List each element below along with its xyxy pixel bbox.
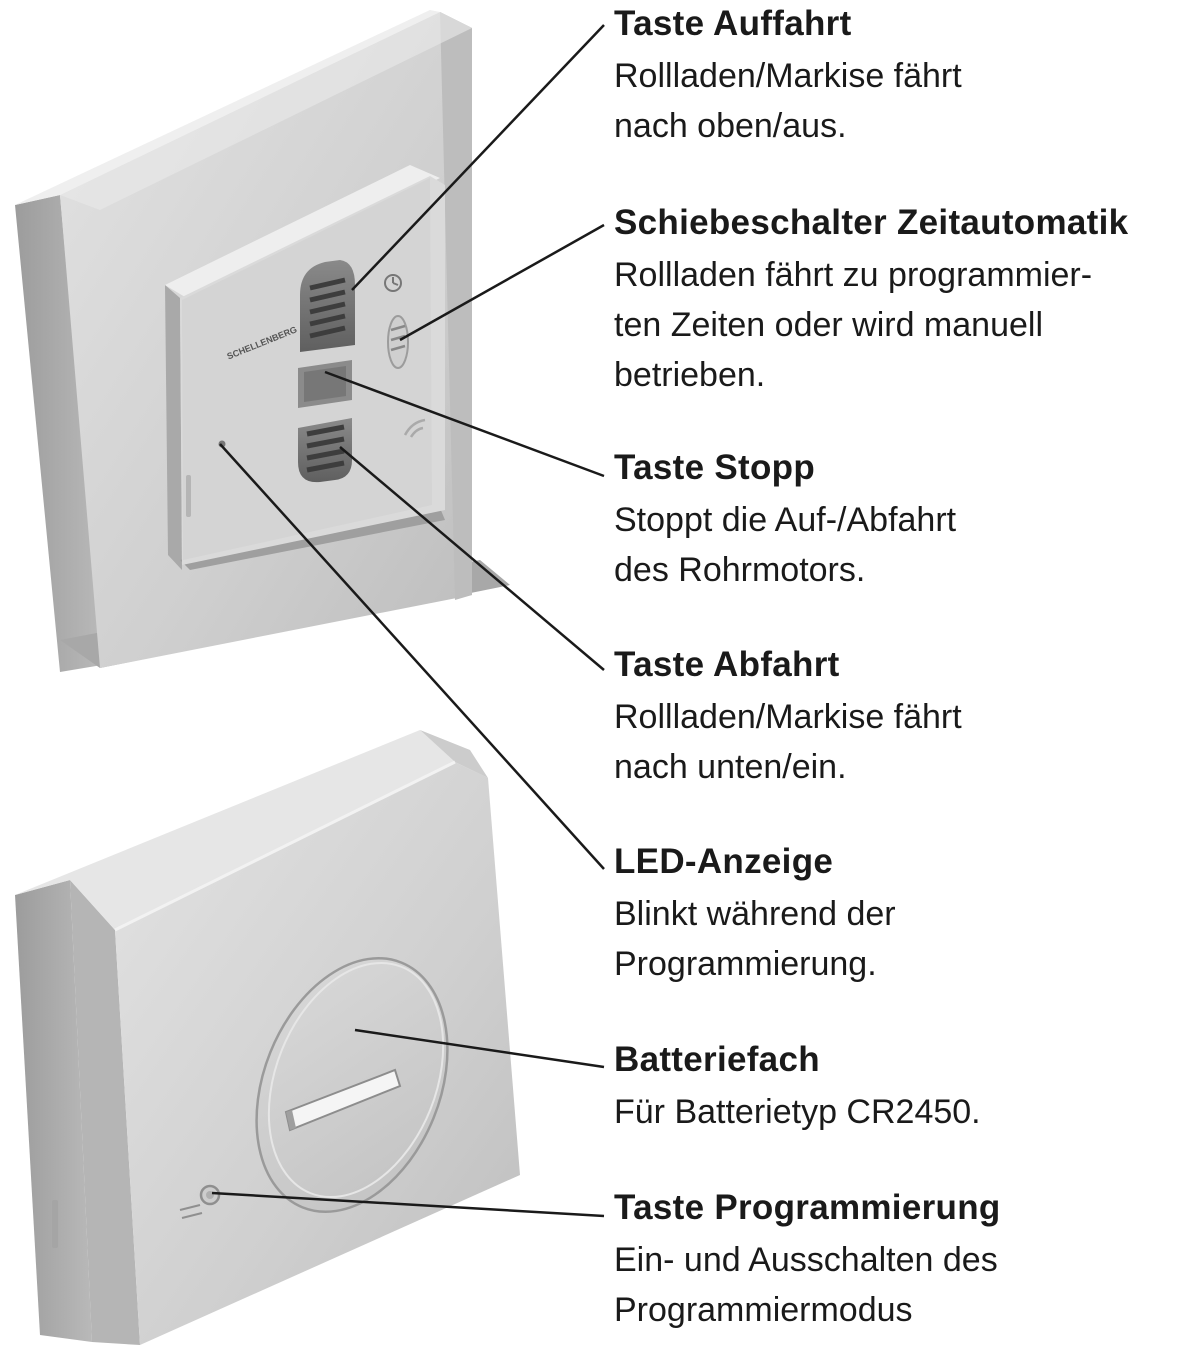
- coin-slot-icon: [284, 1068, 402, 1132]
- label-title: LED-Anzeige: [614, 842, 834, 881]
- label-taste-auffahrt: Taste Auffahrt Rollladen/Markise fährt n…: [614, 4, 1194, 151]
- leader-lines: [211, 24, 605, 1218]
- label-batteriefach: Batteriefach Für Batterietyp CR2450.: [614, 1040, 1194, 1137]
- clock-icon: [384, 274, 402, 292]
- label-title: Schiebeschalter Zeitautomatik: [614, 203, 1129, 242]
- label-taste-programmierung: Taste Programmierung Ein- und Ausschalte…: [614, 1188, 1194, 1335]
- label-led-anzeige: LED-Anzeige Blinkt während der Programmi…: [614, 842, 1194, 989]
- label-schiebeschalter-zeitautomatik: Schiebeschalter Zeitautomatik Rollladen …: [614, 203, 1194, 400]
- down-button[interactable]: [298, 418, 352, 483]
- label-description: Stoppt die Auf-/Abfahrt des Rohrmotors.: [614, 501, 957, 589]
- label-description: Für Batterietyp CR2450.: [614, 1093, 981, 1131]
- label-title: Batteriefach: [614, 1040, 820, 1079]
- label-title: Taste Stopp: [614, 448, 815, 487]
- programming-button[interactable]: [179, 1184, 221, 1219]
- label-taste-abfahrt: Taste Abfahrt Rollladen/Markise fährt na…: [614, 645, 1194, 792]
- label-description: Ein- und Ausschalten des Programmiermodu…: [614, 1241, 998, 1329]
- radio-signal-icon: [403, 418, 426, 438]
- label-description: Rollladen/Markise fährt nach unten/ein.: [614, 698, 962, 786]
- label-title: Taste Programmierung: [614, 1188, 1001, 1227]
- label-taste-stopp: Taste Stopp Stoppt die Auf-/Abfahrt des …: [614, 448, 1194, 595]
- up-button[interactable]: [300, 260, 355, 352]
- label-description: Rollladen fährt zu programmier- ten Zeit…: [614, 256, 1093, 394]
- label-title: Taste Auffahrt: [614, 4, 852, 43]
- label-title: Taste Abfahrt: [614, 645, 840, 684]
- time-automatic-switch[interactable]: [384, 274, 409, 369]
- label-description: Rollladen/Markise fährt nach oben/aus.: [614, 57, 962, 145]
- stop-button[interactable]: [298, 360, 352, 408]
- label-description: Blinkt während der Programmierung.: [614, 895, 896, 983]
- key-icon: [179, 1204, 203, 1219]
- battery-compartment[interactable]: [221, 930, 483, 1241]
